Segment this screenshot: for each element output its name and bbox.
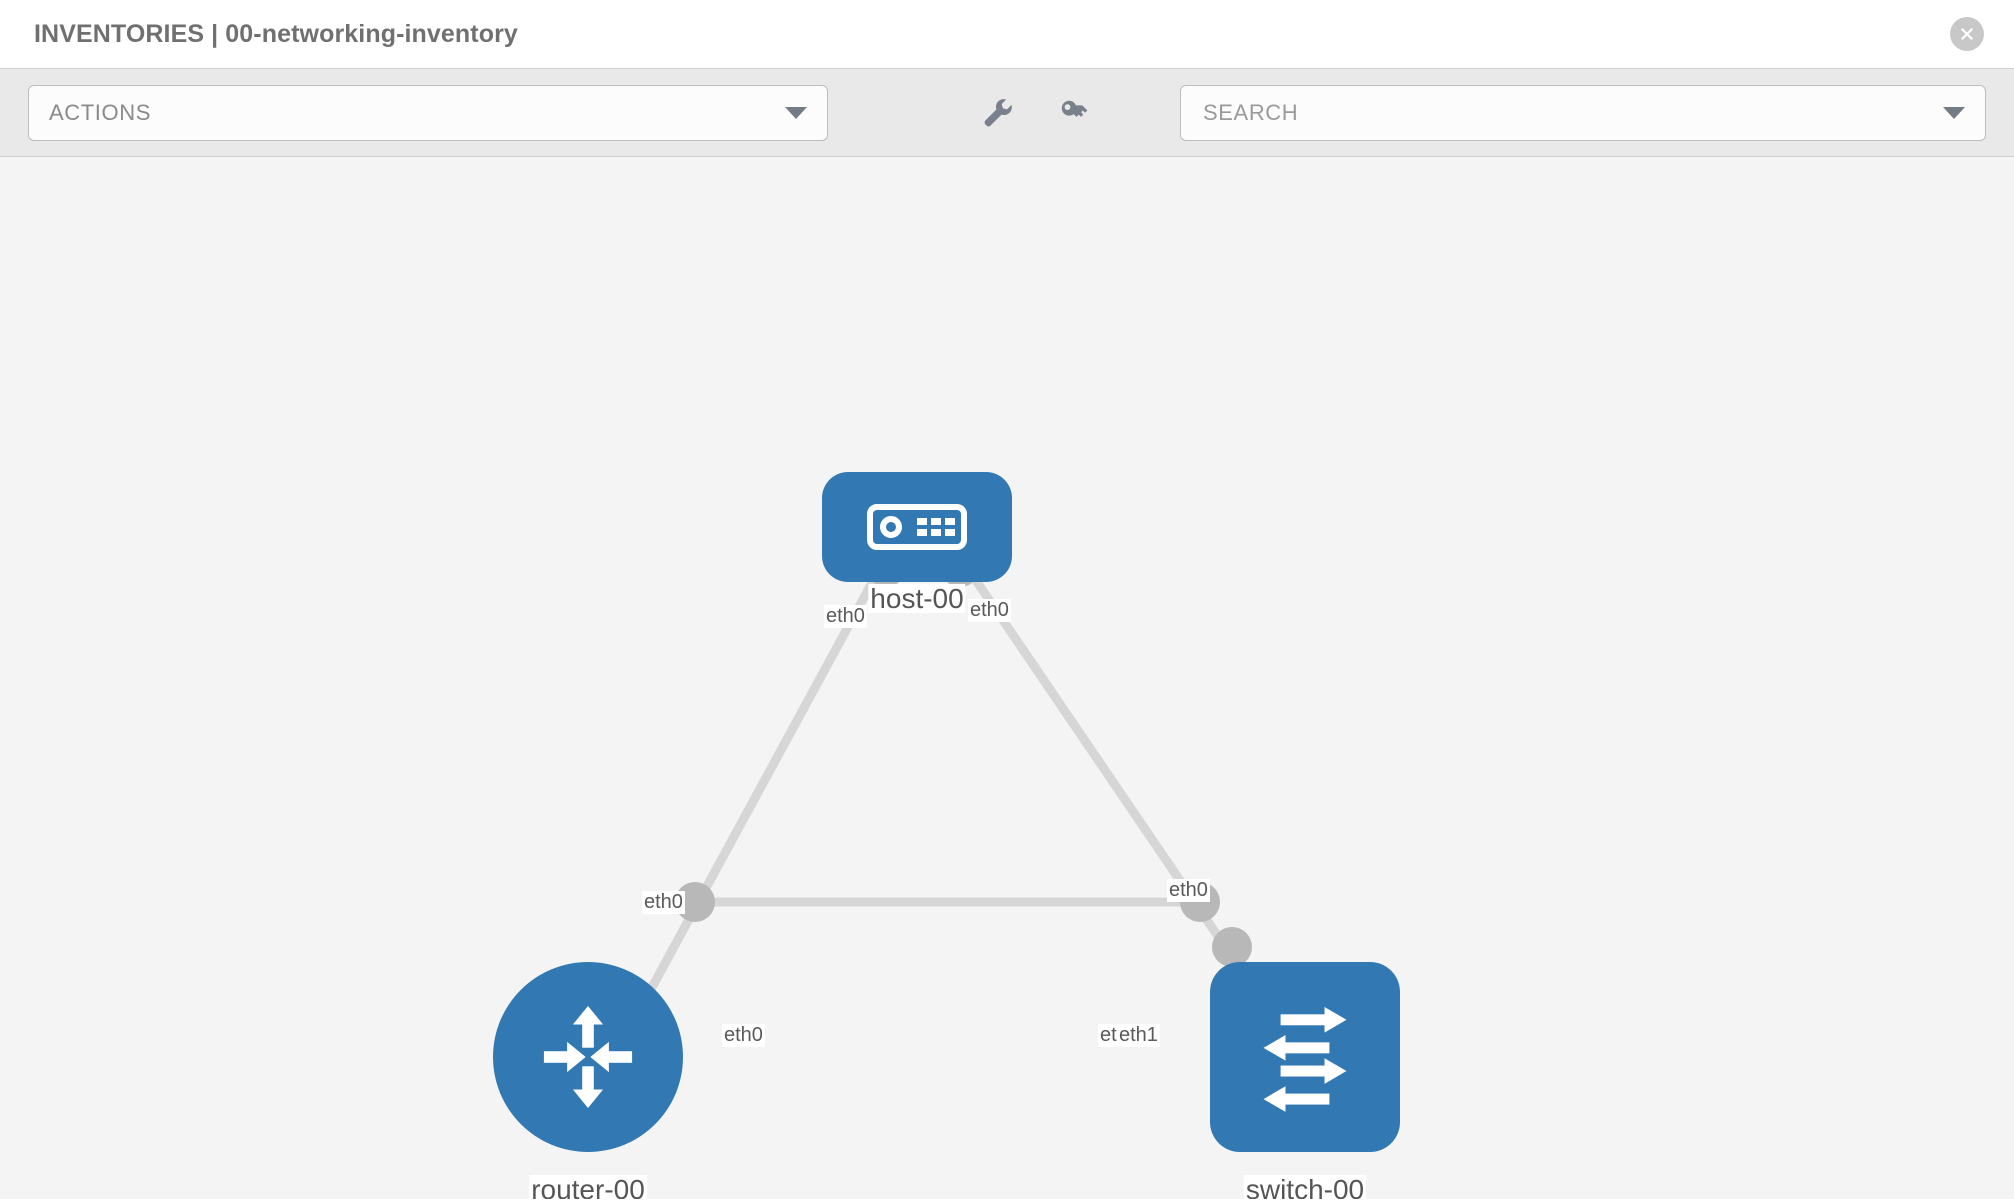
- edge-label-switch-eth1: eth1: [1117, 1024, 1160, 1047]
- topology-edges: [621, 554, 1236, 1040]
- wrench-button[interactable]: [978, 93, 1018, 133]
- close-icon: [1961, 28, 1973, 40]
- topology-canvas[interactable]: host-00 rout: [0, 157, 2014, 1199]
- search-field[interactable]: [1180, 84, 1986, 141]
- toolbar: ACTIONS: [0, 68, 2014, 157]
- switch-icon: [1263, 1006, 1347, 1112]
- edge-label-host-left: eth0: [824, 605, 867, 628]
- node-host-00[interactable]: host-00: [822, 472, 1012, 613]
- wrench-icon: [984, 98, 1012, 126]
- close-button[interactable]: [1950, 17, 1984, 51]
- toolbar-icon-group: [978, 93, 1094, 133]
- actions-dropdown[interactable]: ACTIONS: [28, 84, 828, 141]
- node-switch-00-shape: [1210, 962, 1400, 1152]
- connector-switch-top[interactable]: [1212, 927, 1252, 967]
- actions-dropdown-label: ACTIONS: [49, 99, 151, 125]
- node-switch-00[interactable]: switch-00: [1210, 962, 1400, 1199]
- page-header: INVENTORIES | 00-networking-inventory: [0, 0, 2014, 68]
- router-icon: [543, 1005, 633, 1109]
- edge-label-router-up: eth0: [642, 891, 685, 914]
- server-icon: [867, 504, 967, 550]
- page-title: INVENTORIES | 00-networking-inventory: [34, 19, 518, 48]
- edge-label-host-right: eth0: [968, 599, 1011, 622]
- node-switch-00-label: switch-00: [1243, 1174, 1367, 1199]
- search-input[interactable]: [1201, 98, 1943, 127]
- edge-label-router-right: eth0: [722, 1024, 765, 1047]
- chevron-down-icon: [785, 106, 807, 119]
- node-host-00-shape: [822, 472, 1012, 582]
- chevron-down-icon[interactable]: [1943, 106, 1965, 119]
- key-button[interactable]: [1054, 93, 1094, 133]
- node-router-00[interactable]: router-00: [493, 962, 683, 1199]
- node-router-00-shape: [493, 962, 683, 1152]
- node-host-00-label: host-00: [868, 583, 966, 614]
- key-icon: [1061, 100, 1088, 117]
- edge-label-switch-up: eth0: [1167, 879, 1210, 902]
- node-router-00-label: router-00: [529, 1174, 647, 1199]
